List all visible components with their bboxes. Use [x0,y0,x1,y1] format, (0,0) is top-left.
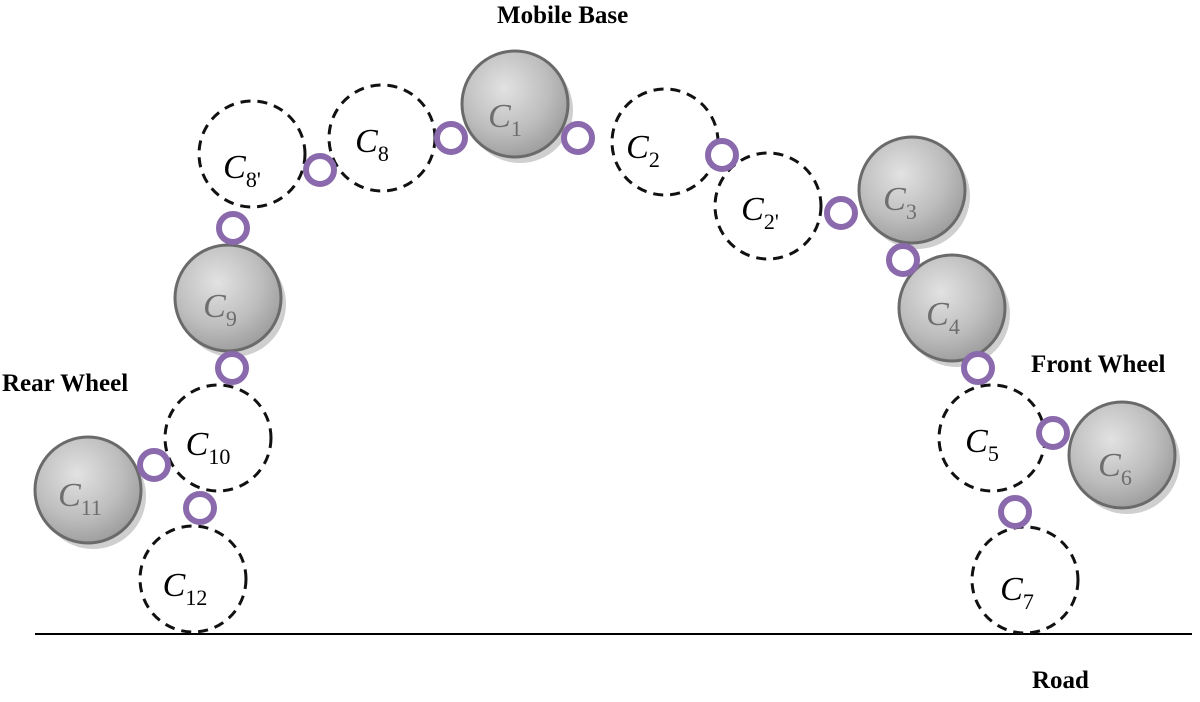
dashed-circle [937,383,1047,493]
circle-c5 [937,383,1047,493]
circle-label-c8p: C8' [223,149,261,192]
circle-label-c2: C2 [626,129,660,172]
circle-label-c6: C6 [1098,447,1132,490]
joint-ring [824,196,858,230]
circle-c8 [327,83,437,193]
circle-c8p [197,99,307,209]
joint-ring [886,243,920,277]
circle-label-c3: C3 [883,181,917,224]
circle-label-c4: C4 [926,296,960,339]
circle-label-c1: C1 [488,98,522,141]
solid-circle [460,49,570,159]
joint-ring [303,153,337,187]
solid-circle [33,435,143,545]
circle-c11 [33,435,146,549]
joint-ring [961,351,995,385]
dashed-circle [713,151,823,261]
joint-ring [434,121,468,155]
front-wheel-label: Front Wheel [1031,351,1166,378]
circle-c6 [1067,400,1180,514]
joint-ring [183,491,217,525]
dashed-circle [970,525,1080,635]
solid-circle [857,135,967,245]
circle-c12 [138,524,248,634]
joint-ring [215,351,249,385]
circle-label-c5: C5 [965,423,999,466]
circle-label-c8: C8 [355,123,389,166]
circle-c4 [897,253,1010,367]
circle-label-c11: C11 [58,477,102,520]
road-label: Road [1032,667,1089,694]
solid-circle [173,243,283,353]
joint-ring [998,495,1032,529]
circle-label-c2p: C2' [741,191,779,234]
circle-c2p [713,151,823,261]
circle-label-c9: C9 [203,288,237,331]
circle-c1 [460,49,573,163]
joint-ring [137,448,171,482]
joint-ring [561,121,595,155]
dashed-circle [138,524,248,634]
joint-ring [705,138,739,172]
circle-c10 [163,383,273,493]
circle-label-c10: C10 [186,426,231,469]
dashed-circle [327,83,437,193]
dashed-circle [163,383,273,493]
circle-c3 [857,135,970,249]
joint-ring [216,211,250,245]
mobile-base-label: Mobile Base [497,2,629,29]
circle-c7 [970,525,1080,635]
solid-circle [1067,400,1177,510]
circle-label-c7: C7 [1000,571,1034,614]
circle-label-c12: C12 [163,567,208,610]
dashed-circle [197,99,307,209]
circle-c9 [173,243,286,357]
joint-ring [1036,416,1070,450]
rear-wheel-label: Rear Wheel [2,370,129,397]
solid-circle [897,253,1007,363]
